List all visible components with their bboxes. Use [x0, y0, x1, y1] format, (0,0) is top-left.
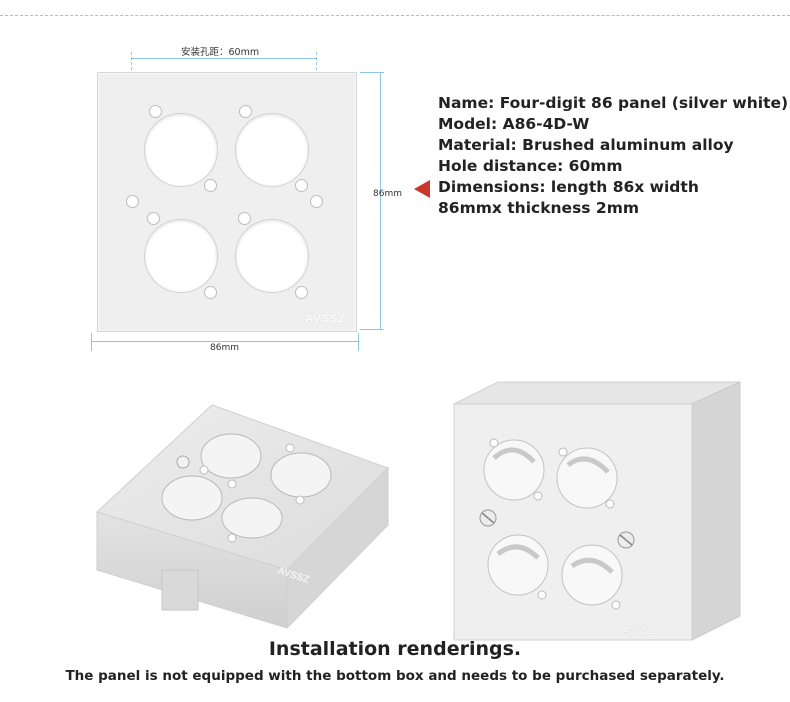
screw-hole [537, 590, 547, 600]
screw-hole [204, 286, 217, 299]
connector-hole [221, 497, 283, 539]
height-tick-top [360, 72, 384, 73]
purchase-note: The panel is not equipped with the botto… [65, 668, 725, 684]
screw-hole [204, 179, 217, 192]
connector-hole [487, 534, 549, 596]
spec-model: Model: A86-4D-W [438, 115, 590, 133]
height-dimension-line [380, 72, 381, 330]
mount-hole [310, 195, 323, 208]
rendering-right: AVSSZ [453, 381, 741, 641]
connector-hole [144, 113, 218, 187]
connector-hole [235, 113, 309, 187]
spec-list: Name: Four-digit 86 panel (silver white)… [438, 93, 789, 219]
screw-icon [176, 455, 190, 469]
hole-spacing-label: 安装孔距：60mm [181, 47, 260, 58]
connector-hole [561, 544, 623, 606]
spec-hole-distance: Hole distance: 60mm [438, 157, 623, 175]
connector-hole [161, 475, 223, 521]
spec-name: Name: Four-digit 86 panel (silver white) [438, 94, 789, 112]
height-tick-bottom [360, 329, 384, 330]
width-label: 86mm [210, 343, 239, 353]
screw-hole [147, 212, 160, 225]
rendering-right-brand: AVSSZ [622, 626, 655, 637]
hole-spacing-line [131, 58, 317, 59]
screw-hole [611, 600, 621, 610]
screw-hole [199, 465, 209, 475]
box-right-face [286, 466, 389, 630]
screw-hole [533, 491, 543, 501]
connector-hole [235, 219, 309, 293]
screw-hole [295, 179, 308, 192]
screw-hole [295, 286, 308, 299]
front-panel: AVSSZ [97, 72, 357, 332]
mount-hole [126, 195, 139, 208]
spec-material: Material: Brushed aluminum alloy [438, 136, 734, 154]
screw-hole [149, 105, 162, 118]
screw-hole [227, 533, 237, 543]
installation-title: Installation renderings. [268, 638, 522, 660]
rendering-left: AVSSZ [96, 404, 389, 630]
panel-brand: AVSSZ [305, 313, 346, 325]
box-top-face [453, 381, 741, 405]
width-dimension-line [91, 341, 359, 342]
screw-hole [239, 105, 252, 118]
spec-dimensions: Dimensions: length 86x width 86mmx thick… [438, 178, 699, 217]
box-right-face [691, 381, 741, 641]
width-tick-left [91, 333, 92, 351]
screw-hole [558, 447, 568, 457]
screw-hole [238, 212, 251, 225]
screw-hole [489, 438, 499, 448]
top-dashed-divider [0, 15, 790, 16]
screw-hole [227, 479, 237, 489]
screw-hole [285, 443, 295, 453]
screw-hole [295, 495, 305, 505]
screw-hole [605, 499, 615, 509]
connector-hole [270, 452, 332, 498]
pointer-arrow-icon [414, 180, 430, 198]
knockout-tab [161, 569, 199, 611]
height-label: 86mm [373, 189, 402, 199]
width-tick-right [358, 333, 359, 351]
connector-hole [200, 433, 262, 479]
connector-hole [144, 219, 218, 293]
